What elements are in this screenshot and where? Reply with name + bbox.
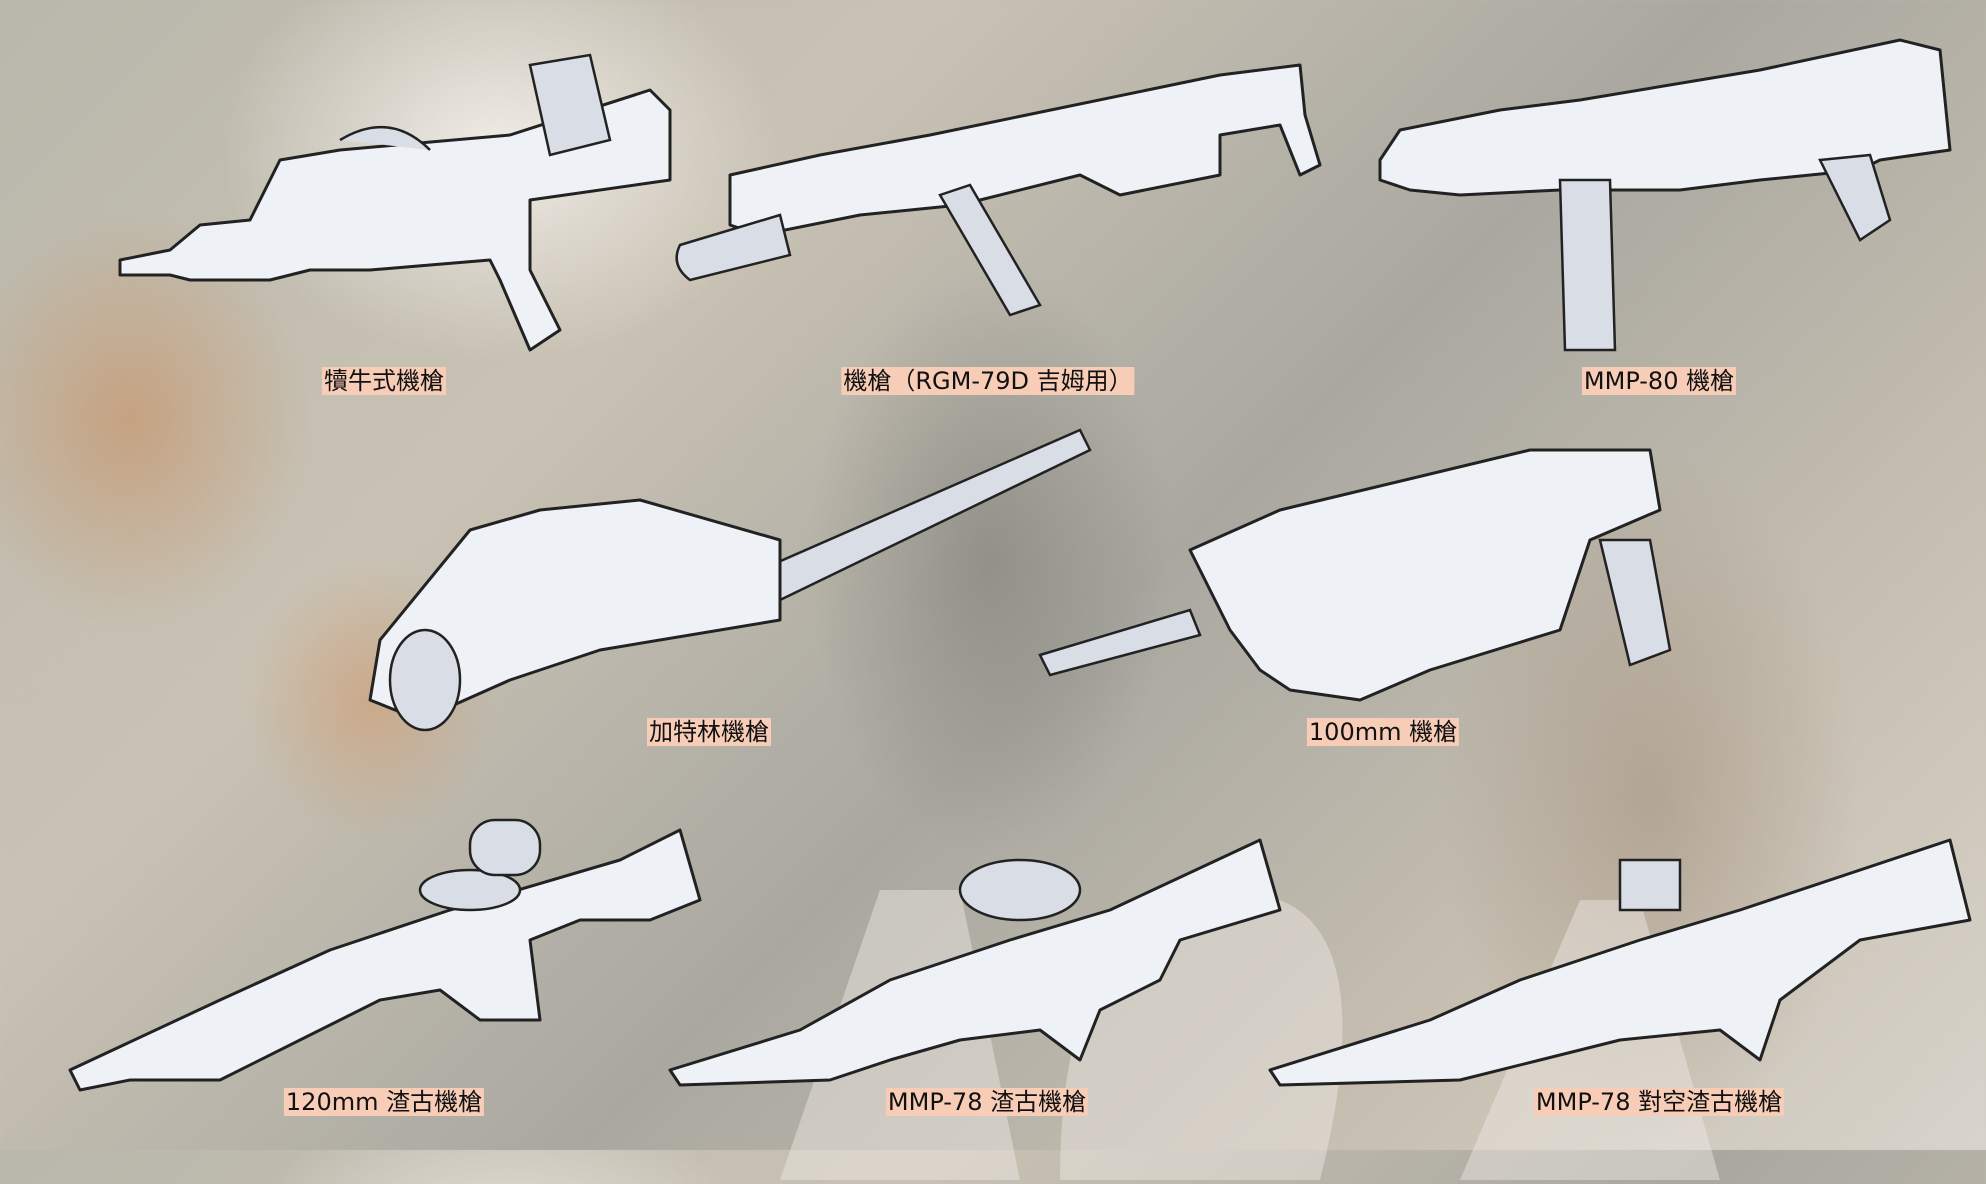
weapon-label-rgm79d-gun: 機槍（RGM-79D 吉姆用） (841, 367, 1135, 395)
weapon-label-gatling: 加特林機槍 (647, 718, 771, 746)
weapon-illustration-mmp80 (1378, 38, 1952, 352)
weapon-label-100mm: 100mm 機槍 (1306, 718, 1460, 746)
weapon-illustration-gatling (368, 428, 1092, 732)
weapon-illustration-mmp78-aa-zaku (1268, 838, 1972, 1087)
weapon-label-calf-gun: 犢牛式機槍 (322, 367, 446, 395)
weapon-illustration-mmp78-zaku (668, 838, 1282, 1087)
weapon-label-mmp78-aa-zaku: MMP-78 對空渣古機槍 (1533, 1088, 1785, 1116)
weapon-label-mmp78-zaku: MMP-78 渣古機槍 (885, 1088, 1089, 1116)
weapon-label-120mm-zaku: 120mm 渣古機槍 (283, 1088, 485, 1116)
weapon-label-mmp80: MMP-80 機槍 (1581, 367, 1737, 395)
weapon-illustration-rgm79d-gun (675, 63, 1322, 317)
weapon-illustration-120mm-zaku (68, 818, 702, 1092)
weapon-illustration-calf-gun (118, 53, 672, 352)
weapon-illustration-100mm (1038, 448, 1672, 702)
